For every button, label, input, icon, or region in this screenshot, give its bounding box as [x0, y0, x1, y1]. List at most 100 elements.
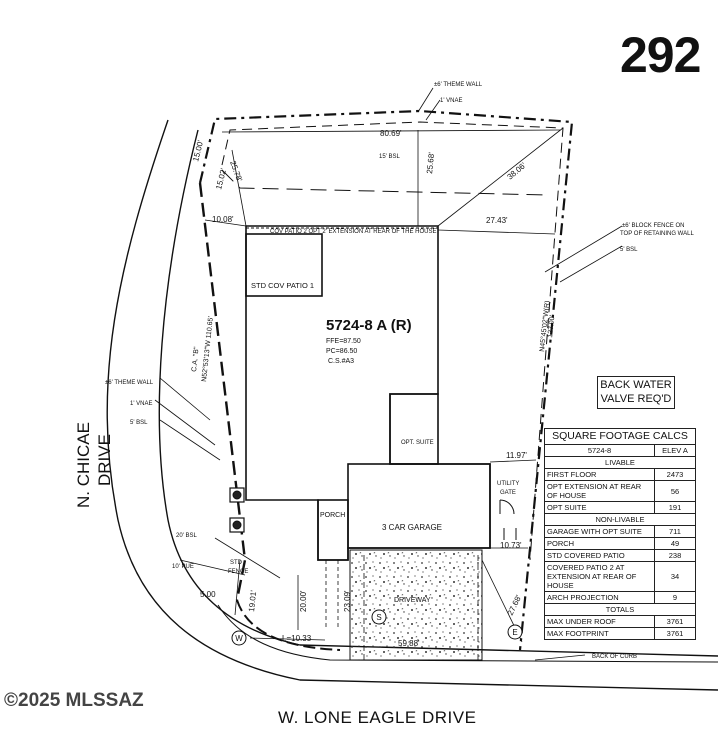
dim-27-43: 27.43' [486, 216, 508, 225]
utility-box-icon [229, 487, 245, 533]
backwater-note-box: BACK WATER VALVE REQ'D [597, 376, 675, 409]
row-label: PORCH [544, 537, 655, 550]
marker-s: S [376, 613, 381, 622]
row-value: 49 [654, 537, 696, 550]
garage-label: 3 CAR GARAGE [382, 523, 442, 532]
row-label: MAX FOOTPRINT [544, 627, 655, 640]
dim-11-97: 11.97' [506, 451, 527, 460]
theme-wall-left-label: ±6' THEME WALL [105, 380, 154, 386]
porch-label: PORCH [320, 512, 345, 519]
backwater-line-2: VALVE REQ'D [600, 393, 672, 405]
row-value: 238 [654, 549, 696, 562]
bsl-front-label: 20' BSL [176, 533, 197, 539]
non-livable-label: NON-LIVABLE [544, 513, 696, 526]
row-label: GARAGE WITH OPT SUITE [544, 525, 655, 538]
table-title: SQUARE FOOTAGE CALCS [544, 428, 696, 445]
bsl-rear-label: 15' BSL [379, 154, 400, 160]
dim-20-00: 20.00' [299, 590, 308, 612]
marker-w: W [235, 634, 243, 643]
dim-l-10-33: L=10.33 [282, 634, 312, 643]
model-label: 5724-8 A (R) [326, 317, 412, 334]
marker-circles [231, 609, 523, 646]
street-bottom-label: W. LONE EAGLE DRIVE [278, 708, 477, 727]
dim-80-69: 80.69' [380, 129, 402, 138]
back-of-curb-label: BACK OF CURB [592, 654, 637, 660]
copyright-watermark: ©2025 MLSSAZ [4, 690, 144, 711]
gate-label: GATE [500, 490, 516, 496]
dim-59-88: 59.88' [398, 639, 420, 648]
utility-label: UTILITY [497, 481, 519, 487]
dim-27-68: 27.68' [506, 593, 524, 617]
row-label: COVERED PATIO 2 AT EXTENSION AT REAR OF … [544, 561, 655, 592]
row-label: FIRST FLOOR [544, 468, 655, 481]
pc-label: PC=86.50 [326, 348, 357, 355]
row-label: MAX UNDER ROOF [544, 615, 655, 628]
row-value: 34 [654, 561, 696, 592]
street-left-line-1: N. CHICAE [74, 422, 93, 508]
row-value: 2473 [654, 468, 696, 481]
dim-10-73: 10.73' [500, 541, 522, 550]
dim-10-08: 10.08' [212, 215, 234, 224]
std-cov-patio-label: STD COV PATIO 1 [251, 281, 314, 290]
dim-15-02: 15.02' [214, 167, 228, 191]
bsl-right-label: 5' BSL [620, 247, 638, 253]
table-row: COVERED PATIO 2 AT EXTENSION AT REAR OF … [544, 561, 696, 592]
row-value: 191 [654, 501, 696, 514]
utility-gate-icon [499, 499, 517, 540]
dim-5-00: 5.00 [200, 590, 216, 599]
ffe-label: FFE=87.50 [326, 338, 361, 345]
row-value: 9 [654, 591, 696, 604]
dim-25-68: 25.68' [425, 151, 436, 174]
dimension-lines [154, 87, 623, 661]
theme-wall-top-label: ±6' THEME WALL [434, 82, 483, 88]
cov-patio-ext-label: COV PATIO 2 OPT 2' EXTENSION AT REAR OF … [270, 229, 437, 235]
left-street-lines [106, 119, 718, 691]
row-value: 56 [654, 480, 696, 502]
lot-number: 292 [620, 27, 701, 83]
front-walk [325, 560, 339, 630]
livable-section-row: LIVABLE [544, 456, 696, 469]
row-label: OPT SUITE [544, 501, 655, 514]
opt-suite-label: OPT. SUITE [401, 440, 434, 446]
dim-25-78: 25.78' [228, 160, 244, 184]
table-model: 5724-8 [544, 444, 655, 457]
vnae-left-label: 1' VNAE [130, 401, 153, 407]
std-label: STD [230, 560, 243, 566]
dim-15-00: 15.00' [191, 139, 205, 163]
dim-38-06: 38.06' [506, 160, 529, 181]
pue-label: 10' PUE [172, 564, 194, 570]
table-title-row: SQUARE FOOTAGE CALCS [544, 428, 696, 445]
block-fence-label-2: TOP OF RETAINING WALL [620, 231, 694, 237]
row-label: OPT EXTENSION AT REAR OF HOUSE [544, 480, 655, 502]
back-of-curb-line [217, 604, 718, 663]
length-right-label: 127.00' [547, 315, 556, 338]
dim-23-09: 23.09' [343, 590, 352, 612]
cs-label: C.S.#A3 [328, 358, 354, 365]
marker-e: E [512, 628, 517, 637]
row-value: 711 [654, 525, 696, 538]
table-elev: ELEV A [654, 444, 696, 457]
backwater-line-1: BACK WATER [600, 379, 672, 391]
non-livable-section-row: NON-LIVABLE [544, 513, 696, 526]
ca-b-label: C.A. "B" [191, 346, 201, 372]
bsl-left-label: 5' BSL [130, 420, 148, 426]
bearing-left-label: N52°53'13"W 110.65' [200, 316, 215, 382]
totals-section-row: TOTALS [544, 603, 696, 616]
block-fence-label-1: ±6' BLOCK FENCE ON [622, 223, 684, 229]
fence-label: FENCE [228, 569, 248, 575]
house-footprint [245, 225, 491, 561]
row-value: 3761 [654, 627, 696, 640]
driveway-label: DRIVEWAY [394, 597, 431, 604]
setback-line [221, 121, 564, 561]
vnae-top-label: 1' VNAE [440, 98, 463, 104]
